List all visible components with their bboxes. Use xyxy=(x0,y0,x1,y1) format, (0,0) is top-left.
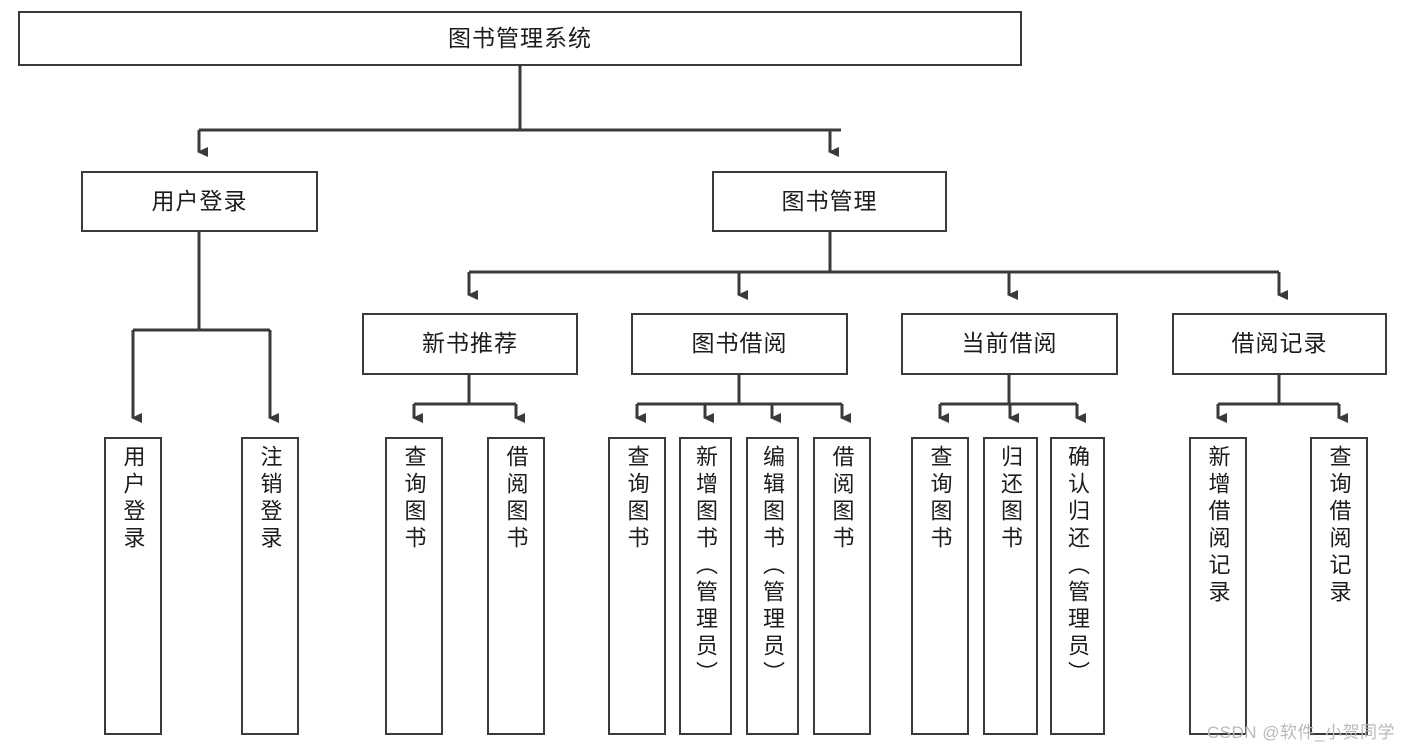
node-current-borrow-label: 当前借阅 xyxy=(961,330,1058,357)
node-leaf-borrow-book-1-label: 借阅图书 xyxy=(503,445,529,553)
node-leaf-confirm-return-label: 确认归还（管理员） xyxy=(1065,445,1091,688)
node-leaf-query-book-1-label: 查询图书 xyxy=(401,445,427,553)
node-leaf-user-login[interactable]: 用户登录 xyxy=(104,437,162,735)
node-leaf-add-record[interactable]: 新增借阅记录 xyxy=(1189,437,1247,735)
node-book-manage-label: 图书管理 xyxy=(781,187,878,214)
node-leaf-logout-label: 注销登录 xyxy=(257,445,283,553)
node-leaf-query-book-1[interactable]: 查询图书 xyxy=(385,437,443,735)
node-current-borrow[interactable]: 当前借阅 xyxy=(901,313,1118,375)
node-user-login[interactable]: 用户登录 xyxy=(81,171,318,232)
node-root[interactable]: 图书管理系统 xyxy=(18,11,1022,66)
node-user-login-label: 用户登录 xyxy=(151,187,248,214)
node-book-manage[interactable]: 图书管理 xyxy=(712,171,947,232)
node-borrow-record-label: 借阅记录 xyxy=(1231,330,1328,357)
node-leaf-query-record-label: 查询借阅记录 xyxy=(1326,445,1352,607)
node-leaf-add-record-label: 新增借阅记录 xyxy=(1205,445,1231,607)
node-leaf-confirm-return[interactable]: 确认归还（管理员） xyxy=(1050,437,1105,735)
node-leaf-borrow-book-2[interactable]: 借阅图书 xyxy=(813,437,871,735)
node-leaf-query-book-2[interactable]: 查询图书 xyxy=(608,437,666,735)
node-new-book-rec-label: 新书推荐 xyxy=(422,330,518,357)
node-leaf-add-book-label: 新增图书（管理员） xyxy=(693,445,719,688)
node-leaf-user-login-label: 用户登录 xyxy=(120,445,146,553)
node-leaf-add-book[interactable]: 新增图书（管理员） xyxy=(679,437,732,735)
node-new-book-rec[interactable]: 新书推荐 xyxy=(362,313,578,375)
node-leaf-logout[interactable]: 注销登录 xyxy=(241,437,299,735)
node-leaf-edit-book-label: 编辑图书（管理员） xyxy=(760,445,786,688)
node-leaf-return-book-label: 归还图书 xyxy=(998,445,1024,553)
node-leaf-query-record[interactable]: 查询借阅记录 xyxy=(1310,437,1368,735)
node-root-label: 图书管理系统 xyxy=(448,24,592,51)
node-leaf-query-book-3-label: 查询图书 xyxy=(927,445,953,553)
node-leaf-borrow-book-1[interactable]: 借阅图书 xyxy=(487,437,545,735)
watermark-text: CSDN @软件_小贺同学 xyxy=(1206,723,1395,742)
node-leaf-return-book[interactable]: 归还图书 xyxy=(983,437,1038,735)
node-leaf-query-book-2-label: 查询图书 xyxy=(624,445,650,553)
node-leaf-query-book-3[interactable]: 查询图书 xyxy=(911,437,969,735)
node-book-borrow[interactable]: 图书借阅 xyxy=(631,313,848,375)
node-leaf-borrow-book-2-label: 借阅图书 xyxy=(829,445,855,553)
node-borrow-record[interactable]: 借阅记录 xyxy=(1172,313,1387,375)
node-book-borrow-label: 图书借阅 xyxy=(691,330,788,357)
node-leaf-edit-book[interactable]: 编辑图书（管理员） xyxy=(746,437,799,735)
